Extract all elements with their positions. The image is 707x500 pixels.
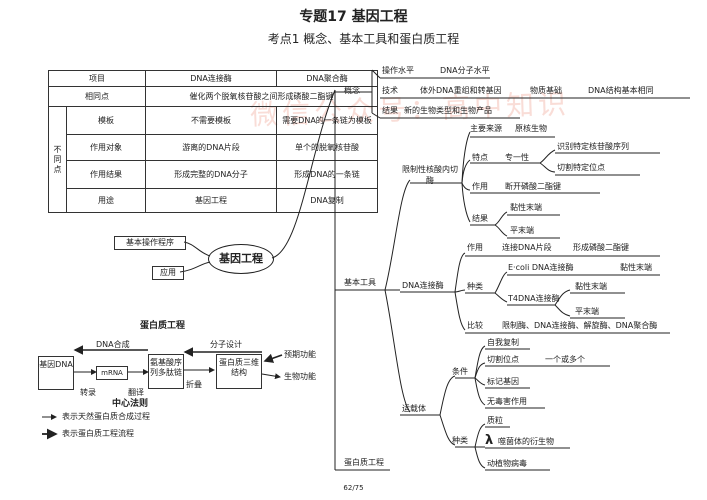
amino-acid-node: 氨基酸序列多肽链 (148, 354, 184, 389)
vector-label: 运载体 (402, 404, 426, 413)
harmless: 无毒害作用 (487, 397, 527, 406)
condition-label: 条件 (452, 367, 468, 376)
vector-kinds-label: 种类 (452, 436, 468, 445)
concept-label: 概念 (344, 86, 360, 95)
ecoli-sticky: 黏性末端 (620, 263, 652, 272)
table-cell: 游离的DNA片段 (145, 134, 277, 161)
compare-value: 限制酶、DNA连接酶、解旋酶、DNA聚合酶 (502, 321, 658, 330)
central-dogma-label: 中心法则 (112, 399, 149, 409)
t4-ligase: T4DNA连接酶 (508, 294, 560, 303)
table-cell: 需要DNA的一条链为模板 (276, 106, 378, 135)
structure-same: DNA结构基本相同 (588, 86, 654, 95)
result-value: 新的生物类型和生物产品 (404, 106, 492, 115)
compare-label: 比较 (467, 321, 483, 330)
self-copy: 自我复制 (487, 338, 519, 347)
legend-engineering: 表示蛋白质工程流程 (62, 429, 134, 438)
table-cell: 基因工程 (145, 188, 277, 213)
action-value: 断开磷酸二酯键 (505, 182, 561, 191)
virus: 动植物病毒 (487, 459, 527, 468)
protein-title: 蛋白质工程 (140, 321, 186, 331)
kinds-label: 种类 (467, 282, 483, 291)
mrna-node: mRNA (96, 366, 128, 380)
cut-site: 切割特定位点 (557, 163, 605, 172)
expected-function: 预期功能 (284, 350, 316, 359)
gene-engineering-node: 基因工程 (208, 244, 274, 274)
cut-site-value: 一个或多个 (545, 355, 585, 364)
table-cell: 形成完整的DNA分子 (145, 160, 277, 189)
marker-gene: 标记基因 (487, 377, 519, 386)
result-label: 结果 (382, 106, 398, 115)
blunt-end: 平末端 (510, 226, 534, 235)
translate-label: 翻译 (128, 388, 144, 397)
material-basis: 物质基础 (530, 86, 562, 95)
table-cell: 用途 (65, 188, 147, 213)
protein-branch-label: 蛋白质工程 (344, 458, 384, 467)
page-subtitle: 考点1 概念、基本工具和蛋白质工程 (267, 32, 460, 46)
feature-label: 特点 (472, 153, 488, 162)
ligase-action-label: 作用 (467, 243, 483, 252)
source-value: 原核生物 (515, 124, 547, 133)
plasmid: 质粒 (487, 416, 503, 425)
ligase-action: 连接DNA片段 (502, 243, 552, 252)
technique-value: 体外DNA重组和转基因 (420, 86, 502, 95)
bio-function: 生物功能 (284, 372, 316, 381)
table-cell: 作用结果 (65, 160, 147, 189)
t4-blunt: 平末端 (575, 307, 599, 316)
t4-sticky: 黏性末端 (575, 282, 607, 291)
operation-label: 操作水平 (382, 66, 414, 75)
sticky-end: 黏性末端 (510, 203, 542, 212)
legend-natural: 表示天然蛋白质合成过程 (62, 412, 150, 421)
source-label: 主要来源 (470, 124, 502, 133)
end-label: 结果 (472, 214, 488, 223)
phage-derivative: 噬菌体的衍生物 (498, 437, 554, 446)
page-title: 专题17 基因工程 (299, 9, 408, 25)
ligase-action-value: 形成磷酸二酯键 (573, 243, 629, 252)
cut-site-label: 切割位点 (487, 355, 519, 364)
table-cell: DNA复制 (276, 188, 378, 213)
restriction-enzyme: 限制性核酸内切酶 (402, 165, 458, 185)
procedure-node: 基本操作程序 (114, 236, 186, 250)
specificity: 专一性 (505, 153, 529, 162)
ecoli-ligase: E·coli DNA连接酶 (508, 263, 574, 272)
application-node: 应用 (152, 266, 184, 280)
operation-value: DNA分子水平 (440, 66, 490, 75)
technique-label: 技术 (382, 86, 398, 95)
recognize-sequence: 识别特定核苷酸序列 (557, 142, 629, 151)
dna-synthesis-label: DNA合成 (96, 340, 130, 349)
tools-label: 基本工具 (344, 278, 376, 287)
ligase-label: DNA连接酶 (402, 281, 444, 290)
comparison-table: 项目 DNA连接酶 DNA聚合酶 相同点 催化两个脱氧核苷酸之间形成磷酸二酯键 … (48, 70, 378, 213)
gene-dna-node: 基因DNA (38, 356, 74, 390)
fold-label: 折叠 (186, 380, 202, 389)
lambda-icon: λ (485, 433, 494, 448)
transcribe-label: 转录 (80, 388, 96, 397)
protein-structure-node: 蛋白质三维结构 (216, 354, 262, 389)
molecular-design-label: 分子设计 (210, 340, 242, 349)
page-number: 62/75 (343, 484, 364, 492)
action-label: 作用 (472, 182, 488, 191)
table-cell: 形成DNA的一条链 (276, 160, 378, 189)
